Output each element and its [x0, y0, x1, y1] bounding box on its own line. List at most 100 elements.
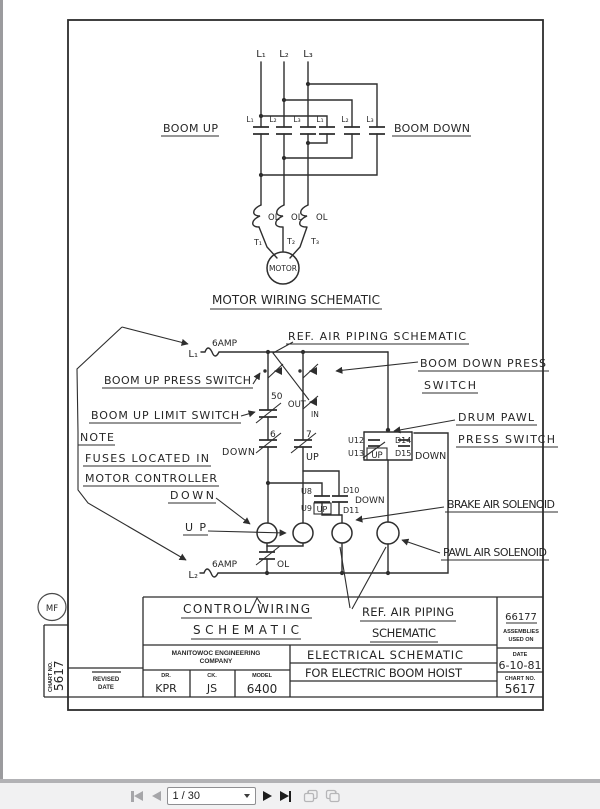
company-name-1: MANITOWOC ENGINEERING	[172, 650, 261, 657]
model-label: MODEL	[252, 673, 273, 679]
last-page-button[interactable]	[279, 790, 291, 802]
revised-label: REVISED	[93, 677, 120, 683]
contact-6-label: 6	[270, 430, 276, 440]
note-label: NOTE	[80, 431, 114, 444]
leader-boom-down-press	[335, 361, 419, 374]
model-value: 6400	[247, 682, 278, 696]
ol-label: OL	[316, 213, 328, 223]
junction-dot	[339, 570, 345, 576]
junction-dots	[258, 81, 311, 178]
down-coil-label: DOWN	[170, 489, 214, 502]
nc-slash	[255, 545, 281, 566]
ref-air-bottom-label-2: SCHEMATIC	[372, 626, 436, 640]
d14-d15-contact	[398, 439, 410, 447]
previous-page-button[interactable]	[151, 791, 161, 801]
out-label: OUT	[288, 400, 307, 410]
next-page-icon	[262, 791, 272, 801]
aux-contact-branches	[267, 470, 343, 524]
nc-slash	[255, 432, 282, 454]
contact-6	[259, 439, 277, 448]
d10-label: D10	[343, 486, 359, 495]
contactor-contacts	[253, 126, 385, 135]
company-name-2: COMPANY	[200, 658, 233, 665]
leader-drum-pawl	[393, 419, 456, 434]
contact-7-up-label: UP	[306, 452, 319, 463]
dropdown-caret-icon	[243, 794, 250, 798]
chart-no-value: 5617	[505, 682, 536, 696]
bottom-rail-wiring	[199, 432, 449, 578]
u13-up-box	[366, 447, 388, 461]
date-label: DATE	[513, 652, 528, 658]
schematic-drawing-page: L₁ L₂ L₃ BOOM UP BOOM DOWN	[37, 19, 558, 711]
contact-label: L₁	[316, 115, 323, 124]
u9-up-box	[313, 502, 332, 515]
first-page-icon	[131, 790, 134, 802]
d10-down-label: DOWN	[355, 496, 385, 506]
previous-view-button[interactable]	[303, 789, 319, 803]
d11-label: D11	[343, 506, 359, 515]
out-in-switch-symbol: OUT IN	[288, 395, 319, 419]
junction-dot	[385, 427, 391, 433]
last-page-icon	[279, 791, 289, 801]
boom-down-press-label-2: SWITCH	[424, 379, 476, 392]
previous-view-icon	[303, 789, 318, 803]
leader-up-coil	[207, 529, 287, 537]
fuse-6amp-top-label: 6AMP	[212, 339, 238, 349]
switch-50-label: 50	[271, 392, 283, 402]
ref-air-piping-top-label: REF. AIR PIPING SCHEMATIC	[288, 330, 466, 343]
u9-label: U9	[301, 504, 312, 513]
note-controller-label: MOTOR CONTROLLER	[85, 472, 217, 485]
contact-label: L₁	[246, 115, 253, 124]
ol-label: OL	[291, 213, 303, 223]
ol-bottom-label: OL	[277, 560, 289, 570]
brake-air-solenoid-label: BRAKE AIR SOLENOID	[447, 498, 555, 511]
chart-no-side-value: 5617	[52, 660, 66, 691]
chart-no-side-label: CHART NO.	[48, 661, 54, 692]
ref-air-bottom-leaders	[249, 546, 387, 614]
ck-label: CK.	[207, 673, 217, 679]
nc-slash	[255, 402, 282, 424]
revised-date-label: DATE	[98, 685, 114, 691]
ref-air-bottom-label-1: REF. AIR PIPING	[362, 605, 454, 619]
boom-down-label: BOOM DOWN	[394, 122, 470, 135]
scan-edge-artifact	[0, 0, 3, 779]
last-page-icon	[288, 790, 291, 802]
motor-symbol	[266, 251, 300, 285]
contact-label: L₃	[293, 115, 300, 124]
d15-down-label: DOWN	[415, 451, 446, 462]
terminal-t2-label: T₂	[286, 237, 295, 246]
contact-label: L₃	[366, 115, 373, 124]
u13-label: U13	[348, 449, 364, 458]
page-number-combobox[interactable]: 1 / 30	[166, 787, 256, 805]
motor-label: MOTOR	[269, 264, 297, 273]
junction-dot	[264, 570, 270, 576]
boom-up-pressure-switch-symbol	[263, 363, 284, 379]
junction-dot	[385, 570, 391, 576]
next-view-icon	[325, 789, 340, 803]
motor-schematic-caption: MOTOR WIRING SCHEMATIC	[212, 293, 380, 307]
first-page-button[interactable]	[131, 790, 143, 802]
leader-boom-up-press	[252, 372, 261, 385]
mf-stamp-label: MF	[46, 604, 58, 614]
l1-label: L₁	[188, 349, 198, 360]
leader-down-coil	[215, 497, 251, 525]
assemblies-label-2: USED ON	[508, 637, 533, 643]
control-wiring-section: REF. AIR PIPING SCHEMATIC L₁ 6AMP	[76, 326, 558, 643]
mf-stamp	[37, 592, 67, 622]
page-number-value: 1 / 30	[172, 790, 201, 802]
next-page-button[interactable]	[262, 791, 272, 801]
first-page-icon	[133, 791, 143, 801]
dr-label: DR.	[161, 673, 171, 679]
u12-u13-contact	[368, 439, 380, 447]
u8-label: U8	[301, 487, 312, 496]
next-view-button[interactable]	[325, 789, 341, 803]
l2-label: L₂	[188, 570, 198, 581]
ck-value: JS	[206, 682, 217, 695]
motor-wiring-section: L₁ L₂ L₃ BOOM UP BOOM DOWN	[161, 49, 471, 310]
u13-up-label: UP	[371, 451, 382, 461]
drum-pawl-label-1: DRUM PAWL	[458, 411, 535, 424]
note-fuses-label: FUSES LOCATED IN	[85, 452, 209, 465]
limit-switch-50-contact	[259, 409, 277, 418]
ol-label: OL	[268, 213, 280, 223]
contact-phase-labels: L₁ L₂ L₃ L₁ L₂ L₃	[246, 115, 373, 124]
